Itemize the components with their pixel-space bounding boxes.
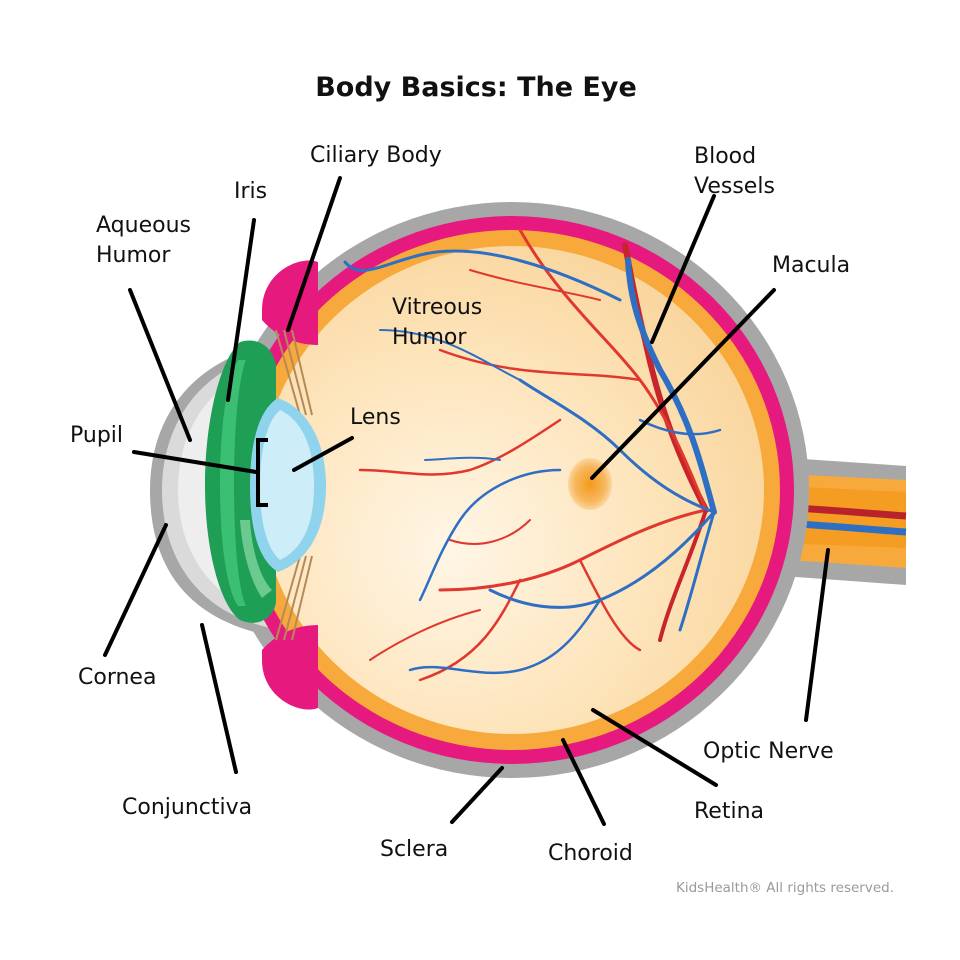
- iris-leader: [226, 218, 256, 402]
- label-iris: Iris: [234, 179, 267, 204]
- vitreous-humor: [260, 246, 764, 734]
- lens-leader: [292, 436, 354, 472]
- label-blood-vessels-line2: Vessels: [694, 174, 775, 199]
- blood-vessels: [343, 228, 722, 682]
- label-blood-vessels-line1: Blood: [694, 144, 756, 169]
- retina-leader: [591, 708, 718, 787]
- copyright-notice: KidsHealth® All rights reserved.: [676, 880, 894, 896]
- macula-leader: [590, 288, 776, 480]
- label-ciliary-body: Ciliary Body: [310, 143, 442, 168]
- label-choroid: Choroid: [548, 841, 633, 866]
- pupil-bracket: [256, 438, 268, 507]
- cornea-leader: [103, 523, 168, 657]
- label-aqueous-humor-line1: Aqueous: [96, 213, 191, 238]
- label-sclera: Sclera: [380, 837, 448, 862]
- label-aqueous-humor-line2: Humor: [96, 243, 171, 268]
- choroid-leader: [561, 738, 606, 826]
- iris: [205, 340, 276, 623]
- ciliary-body-leader: [286, 176, 342, 332]
- label-retina: Retina: [694, 799, 764, 824]
- blood-vessels-leader: [650, 194, 716, 344]
- label-vitreous-humor-line1: Vitreous: [392, 295, 482, 320]
- pupil-leader: [132, 450, 258, 474]
- label-macula: Macula: [772, 253, 850, 278]
- label-vitreous-humor-line2: Humor: [392, 325, 467, 350]
- aqueous-humor-leader: [128, 288, 192, 442]
- sclera-leader: [450, 766, 504, 824]
- diagram-title: Body Basics: The Eye: [315, 72, 637, 103]
- label-pupil: Pupil: [70, 423, 123, 448]
- conjunctiva-leader: [200, 623, 238, 774]
- label-cornea: Cornea: [78, 665, 156, 690]
- optic-nerve-leader: [804, 548, 830, 722]
- label-lens: Lens: [350, 405, 401, 430]
- labels: Ciliary Body Iris Aqueous Humor Pupil Co…: [70, 143, 850, 866]
- label-conjunctiva: Conjunctiva: [122, 795, 252, 820]
- leader-lines: [103, 176, 830, 826]
- lens-core: [260, 410, 314, 560]
- label-optic-nerve: Optic Nerve: [703, 739, 834, 764]
